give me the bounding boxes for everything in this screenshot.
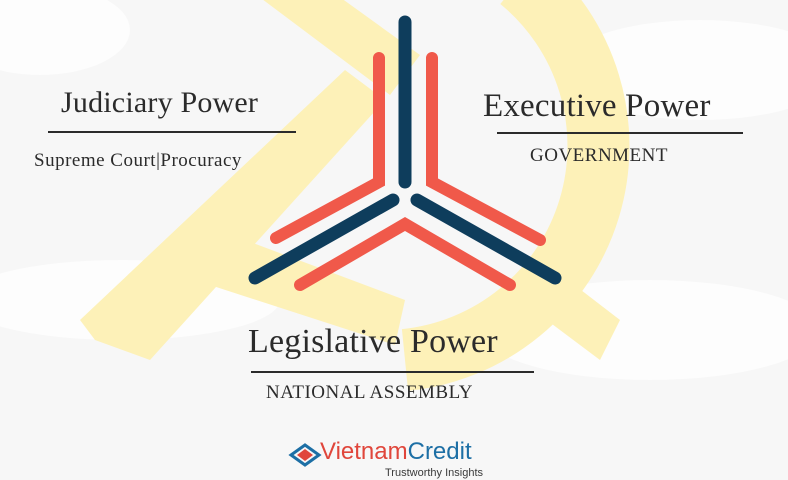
brand-name: VietnamCredit	[320, 438, 472, 466]
executive-power-title: Executive Power	[483, 88, 711, 124]
legislative-power-subtitle: NATIONAL ASSEMBLY	[266, 382, 473, 403]
legislative-divider	[251, 371, 534, 373]
emblem-navy-left-bar	[248, 193, 400, 285]
judiciary-power-title: Judiciary Power	[61, 86, 259, 119]
hammer-sickle-watermark	[80, 0, 630, 391]
emblem-coral-right-chevron	[426, 52, 546, 246]
judiciary-power-subtitle: Supreme Court|Procuracy	[34, 150, 242, 171]
brand-name-part2: Credit	[407, 438, 472, 465]
legislative-power-title: Legislative Power	[248, 323, 498, 360]
vietnamcredit-logo-icon	[288, 443, 322, 467]
executive-power-subtitle: GOVERNMENT	[530, 145, 668, 166]
brand-tagline: Trustworthy Insights	[385, 467, 484, 479]
emblem-coral-bottom-chevron	[294, 217, 516, 291]
judiciary-divider	[48, 131, 296, 133]
brand-logo: VietnamCredit Trustworthy Insights	[290, 438, 520, 480]
emblem-navy-right-bar	[410, 193, 562, 285]
executive-divider	[497, 132, 743, 134]
emblem-coral-left-chevron	[270, 52, 385, 244]
separation-of-powers-emblem	[248, 15, 562, 291]
brand-name-part1: Vietnam	[320, 438, 408, 465]
